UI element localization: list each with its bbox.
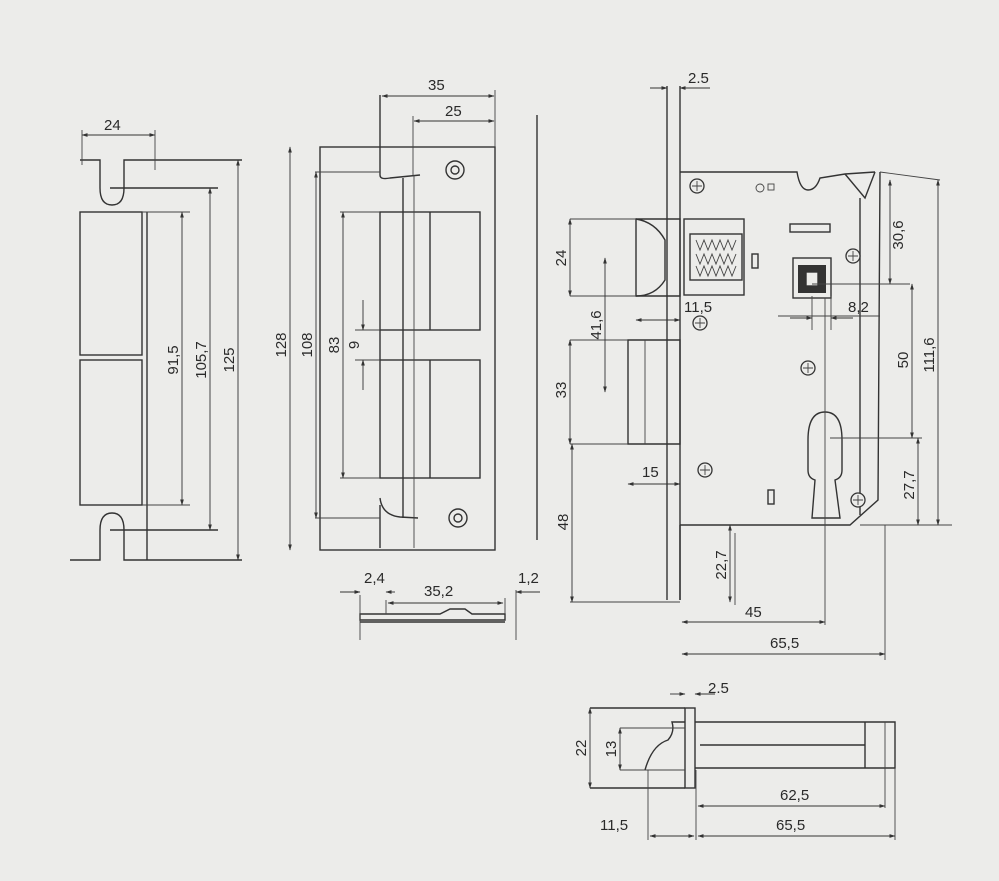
dim-bolt-projection: 11,5 [600,817,628,834]
dim-bolt-projection: 15 [642,464,659,481]
dim-bolt-height-outer: 22 [573,740,590,757]
dim-strike-middle-height: 105,7 [193,341,210,379]
dim-face-width-outer: 35 [428,77,445,94]
face-plate-section-view: 2,4 35,2 1,2 [340,570,540,640]
dim-strike-width: 24 [104,117,121,134]
dim-face-gap: 9 [346,341,363,349]
dim-bolt-length-outer: 65,5 [776,817,805,834]
dim-face-height-outer: 128 [273,332,290,357]
dim-latch-projection: 11,5 [684,299,712,316]
dim-bolt-front-thickness: 2.5 [708,680,729,697]
strike-plate-view: 24 91,5 105,7 125 [70,117,242,561]
dim-bottom-distance: 48 [555,514,572,531]
dim-body-height: 111,6 [921,337,938,372]
dim-face-height-inner: 83 [326,337,343,354]
dim-latch-to-bolt: 41,6 [588,310,605,339]
dim-section-left-thickness: 2,4 [364,570,385,587]
dim-section-right-thickness: 1,2 [518,570,539,587]
screw-right-upper [845,248,861,264]
lock-body-view: 2.5 24 41,6 11,5 30,6 8,2 33 15 50 111,6… [553,70,952,660]
dim-strike-inner-height: 91,5 [165,345,182,374]
screw-lower-left [697,462,713,478]
screw-top-left [689,178,705,194]
dim-spindle-to-top: 30,6 [890,220,907,249]
dim-face-width-inner: 25 [445,103,462,120]
dim-cylinder-to-bottom: 27,7 [901,470,918,499]
screw-center [800,360,816,376]
dim-bolt-length-inner: 62,5 [780,787,809,804]
dim-bolt-height: 33 [553,382,570,399]
dim-face-height-mid: 108 [299,332,316,357]
dim-strike-outer-height: 125 [221,347,238,372]
bolt-detail-view: 2.5 22 13 62,5 65,5 11,5 [573,680,896,840]
dim-backset: 45 [745,604,762,621]
dim-body-depth: 65,5 [770,635,799,652]
dim-spindle-square: 8,2 [848,299,869,316]
dim-center-distance: 50 [895,352,912,369]
dim-section-length: 35,2 [424,583,453,600]
dim-latch-height: 24 [553,250,570,267]
screw-latch [692,315,708,331]
dim-lock-front-thickness: 2.5 [688,70,709,87]
dim-bolt-height-inner: 13 [603,741,620,758]
face-plate-view: 35 25 128 108 83 9 [273,77,538,551]
dim-case-to-bottom: 22,7 [713,550,730,579]
screw-lower-right [850,492,866,508]
